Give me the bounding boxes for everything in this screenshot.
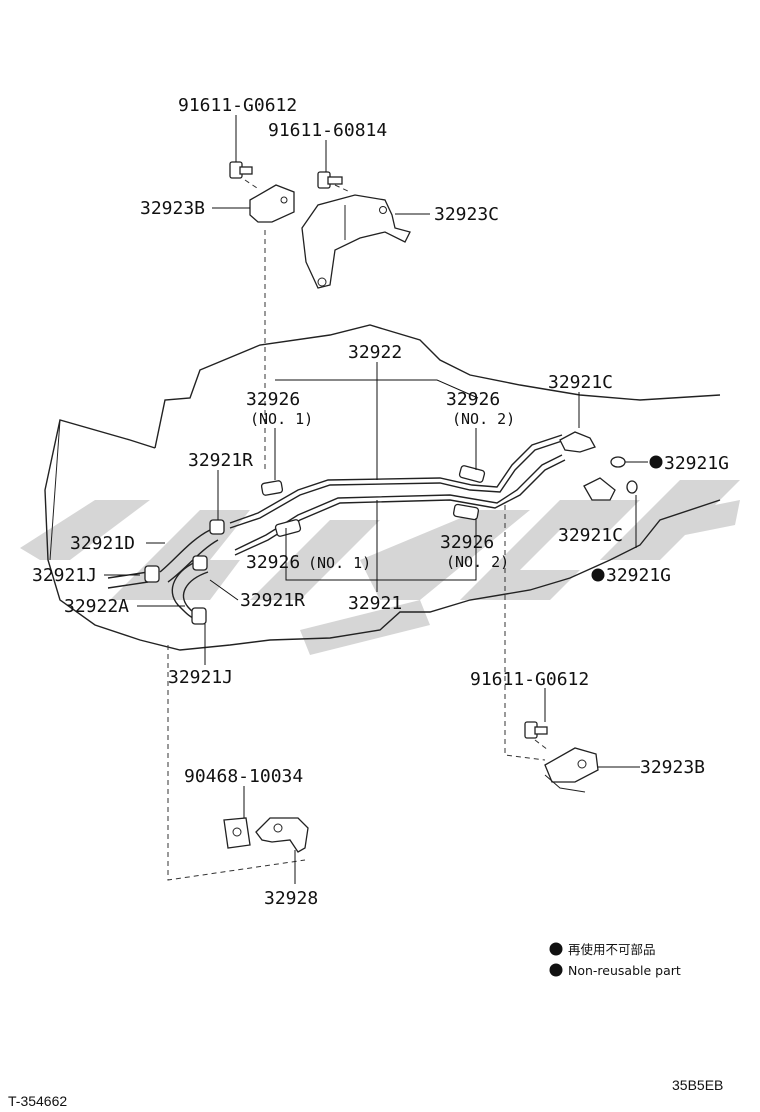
label-hose-d: 32921D [70, 533, 135, 554]
tube-clamps [260, 465, 486, 537]
label-gasket-g-lower: 32921G [606, 565, 671, 586]
label-clamp-no1-lower-sub: (NO. 1) [308, 554, 371, 572]
legend-dot-japanese [549, 942, 563, 956]
watermark-logo [20, 480, 740, 655]
label-union-c-upper: 32921C [548, 372, 613, 393]
leader-lines [104, 115, 648, 884]
label-clamp-no2-lower-sub: (NO. 2) [446, 553, 509, 571]
bolt-top-right [317, 171, 343, 189]
label-clip-j-left: 32921J [32, 565, 97, 586]
cooler-tubes [229, 434, 566, 556]
hoses-left [107, 519, 225, 625]
bolt-top-left [229, 161, 253, 179]
label-clamp-no1-lower: 32926 [246, 552, 300, 573]
legend-english: Non-reusable part [568, 963, 681, 978]
label-gasket-g-upper: 32921G [664, 453, 729, 474]
diagram-code: 35B5EB [672, 1077, 723, 1093]
label-clamp-bracket: 32928 [264, 888, 318, 909]
transmission-outline [44, 324, 721, 651]
clamp-bracket-32928 [223, 817, 309, 853]
reference-lines [167, 179, 549, 881]
label-clamp-no2-upper: 32926 [446, 389, 500, 410]
label-clamp-no2-upper-sub: (NO. 2) [452, 410, 515, 428]
legend: 再使用不可部品 Non-reusable part [549, 942, 681, 978]
legend-japanese: 再使用不可部品 [568, 942, 656, 957]
label-hose-clamp-r-lower: 32921R [240, 590, 305, 611]
label-bolt-top-left: 91611-G0612 [178, 95, 297, 116]
label-hose-a: 32922A [64, 596, 129, 617]
label-clamp-no1-upper: 32926 [246, 389, 300, 410]
label-bolt-bottom: 91611-G0612 [470, 669, 589, 690]
label-bracket-b-bottom: 32923B [640, 757, 705, 778]
bracket-32923c-top [301, 194, 411, 289]
label-bracket-c-top: 32923C [434, 204, 499, 225]
non-reusable-marker-upper [649, 455, 663, 469]
label-bolt-top-right: 91611-60814 [268, 120, 387, 141]
union-fittings [559, 431, 638, 501]
legend-dot-english [549, 963, 563, 977]
label-union-c-lower: 32921C [558, 525, 623, 546]
label-clip-j-bottom: 32921J [168, 667, 233, 688]
non-reusable-marker-lower [591, 568, 605, 582]
bracket-32923b-bottom [524, 721, 599, 793]
label-hose-clamp-r-upper: 32921R [188, 450, 253, 471]
label-tube-lower: 32921 [348, 593, 402, 614]
label-clamp-no2-lower: 32926 [440, 532, 494, 553]
illustration-id: T-354662 [8, 1093, 67, 1109]
bracket-32923b-top [249, 184, 295, 223]
label-tube-upper: 32922 [348, 342, 402, 363]
label-clamp-no1-upper-sub: (NO. 1) [250, 410, 313, 428]
label-nut: 90468-10034 [184, 766, 303, 787]
label-bracket-b-top: 32923B [140, 198, 205, 219]
